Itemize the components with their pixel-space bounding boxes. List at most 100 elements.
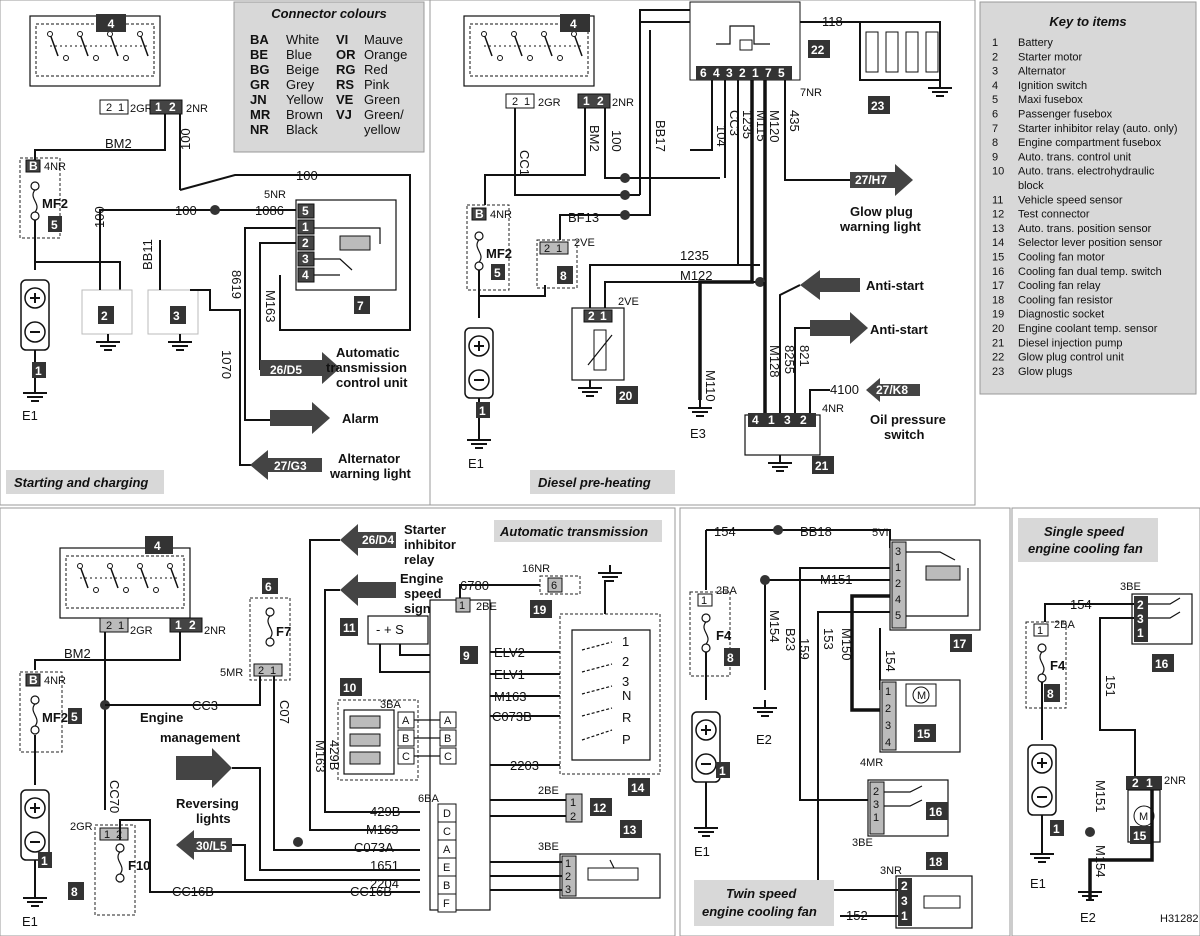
section-starting-charging: Starting and charging: [14, 475, 148, 490]
wire-cc1: CC1: [517, 150, 532, 176]
colour-name: Beige: [286, 62, 319, 77]
conn-2gr-d: 2GR: [70, 821, 93, 833]
svg-text:3: 3: [885, 720, 891, 732]
ground-e2-a: E2: [756, 732, 772, 747]
svg-text:2: 2: [873, 786, 879, 798]
key-label: Starter inhibitor relay (auto. only): [1018, 123, 1178, 135]
svg-text:1: 1: [155, 100, 162, 114]
wire-m128: M128: [767, 345, 782, 378]
svg-text:2: 2: [258, 665, 264, 677]
svg-text:B: B: [475, 207, 484, 221]
svg-text:2: 2: [588, 309, 595, 323]
conn-5mr: 5MR: [220, 667, 243, 679]
svg-text:P: P: [622, 732, 631, 747]
key-title: Key to items: [1049, 14, 1126, 29]
svg-text:6: 6: [551, 580, 557, 592]
svg-text:2: 2: [901, 879, 908, 893]
svg-text:R: R: [622, 710, 631, 725]
svg-text:3: 3: [901, 894, 908, 908]
key-label: Passenger fusebox: [1018, 109, 1113, 121]
wire-bb17: BB17: [653, 120, 668, 152]
wire-bf13: BF13: [568, 210, 599, 225]
svg-text:8: 8: [71, 885, 78, 899]
svg-text:11: 11: [343, 621, 356, 635]
svg-text:16: 16: [929, 805, 943, 819]
wire-cc16b-a: CC16B: [172, 884, 214, 899]
wire-bm2-b: BM2: [587, 125, 602, 152]
colour-name: Yellow: [286, 92, 324, 107]
wire-1651: 1651: [370, 858, 399, 873]
colour-name: Red: [364, 62, 388, 77]
ref-30-l5: 30/L5: [196, 839, 227, 853]
key-label: Cooling fan dual temp. switch: [1018, 266, 1162, 278]
wire-elv1: ELV1: [494, 667, 525, 682]
svg-text:2: 2: [622, 654, 629, 669]
svg-text:3: 3: [173, 309, 180, 323]
svg-text:A: A: [402, 715, 410, 727]
wire-100-a: 100: [178, 128, 193, 150]
colour-code: OR: [336, 47, 356, 62]
wire-m163-c: M163: [366, 822, 399, 837]
conn-2nr: 2NR: [186, 103, 208, 115]
key-label: Glow plug control unit: [1018, 352, 1124, 364]
key-number: 11: [992, 194, 1003, 206]
wire-m122: M122: [680, 268, 713, 283]
svg-text:2: 2: [565, 871, 571, 883]
conn-2gr: 2GR: [130, 103, 153, 115]
conn-2ba-a: 2BA: [716, 585, 737, 597]
svg-text:1: 1: [35, 364, 42, 378]
svg-text:2: 2: [302, 236, 309, 250]
svg-text:B: B: [402, 733, 409, 745]
key-label: Engine coolant temp. sensor: [1018, 323, 1158, 335]
antistart-2: Anti-start: [870, 322, 928, 337]
svg-text:22: 22: [811, 43, 825, 57]
svg-text:2: 2: [512, 96, 518, 108]
wire-1086: 1086: [255, 203, 284, 218]
key-label: Cooling fan resistor: [1018, 294, 1113, 306]
key-number: 9: [992, 151, 998, 163]
conn-4nr-c: 4NR: [822, 403, 844, 415]
wire-8619: 8619: [229, 270, 244, 299]
wire-cc3-b: CC3: [192, 698, 218, 713]
svg-text:3: 3: [873, 799, 879, 811]
key-number: 7: [992, 123, 998, 135]
battery-1b: [464, 327, 494, 399]
svg-text:18: 18: [929, 855, 943, 869]
svg-text:F: F: [443, 898, 450, 910]
key-label: Starter motor: [1018, 51, 1083, 63]
battery-1: [20, 279, 50, 351]
reversing-text-1: Reversing: [176, 796, 239, 811]
diesel-panel-frame: [429, 0, 976, 506]
svg-text:1: 1: [873, 812, 879, 824]
wire-c073a: C073A: [354, 840, 394, 855]
ground-e1-b: E1: [468, 456, 484, 471]
key-number: 4: [992, 80, 998, 92]
conn-2ve-a: 2VE: [574, 237, 595, 249]
battery-1e: [1027, 744, 1057, 816]
single-panel-frame: [1011, 507, 1200, 936]
wire-153: 153: [821, 628, 836, 650]
key-number: 6: [992, 109, 998, 121]
svg-text:B: B: [29, 673, 38, 687]
section-twin-1: Twin speed: [726, 886, 797, 901]
ground-e2-b: E2: [1080, 910, 1096, 925]
svg-text:10: 10: [343, 681, 357, 695]
engmgmt-text-1: Engine: [140, 710, 183, 725]
wire-154-a: 154: [714, 524, 736, 539]
key-label: Diesel injection pump: [1018, 337, 1123, 349]
svg-text:A: A: [443, 844, 451, 856]
ground-e1-d: E1: [694, 844, 710, 859]
svg-text:8: 8: [1047, 687, 1054, 701]
engspeed-text-2: speed: [404, 586, 442, 601]
svg-text:1: 1: [1053, 822, 1060, 836]
starter-text-3: relay: [404, 552, 435, 567]
svg-text:M: M: [917, 690, 926, 702]
colour-code: VE: [336, 92, 354, 107]
key-number: 16: [992, 266, 1004, 278]
conn-5nr: 5NR: [264, 189, 286, 201]
svg-text:12: 12: [593, 801, 607, 815]
reference-code: H31282: [1160, 913, 1199, 925]
svg-text:7: 7: [765, 66, 772, 80]
ignition-switch-3: [59, 547, 191, 619]
